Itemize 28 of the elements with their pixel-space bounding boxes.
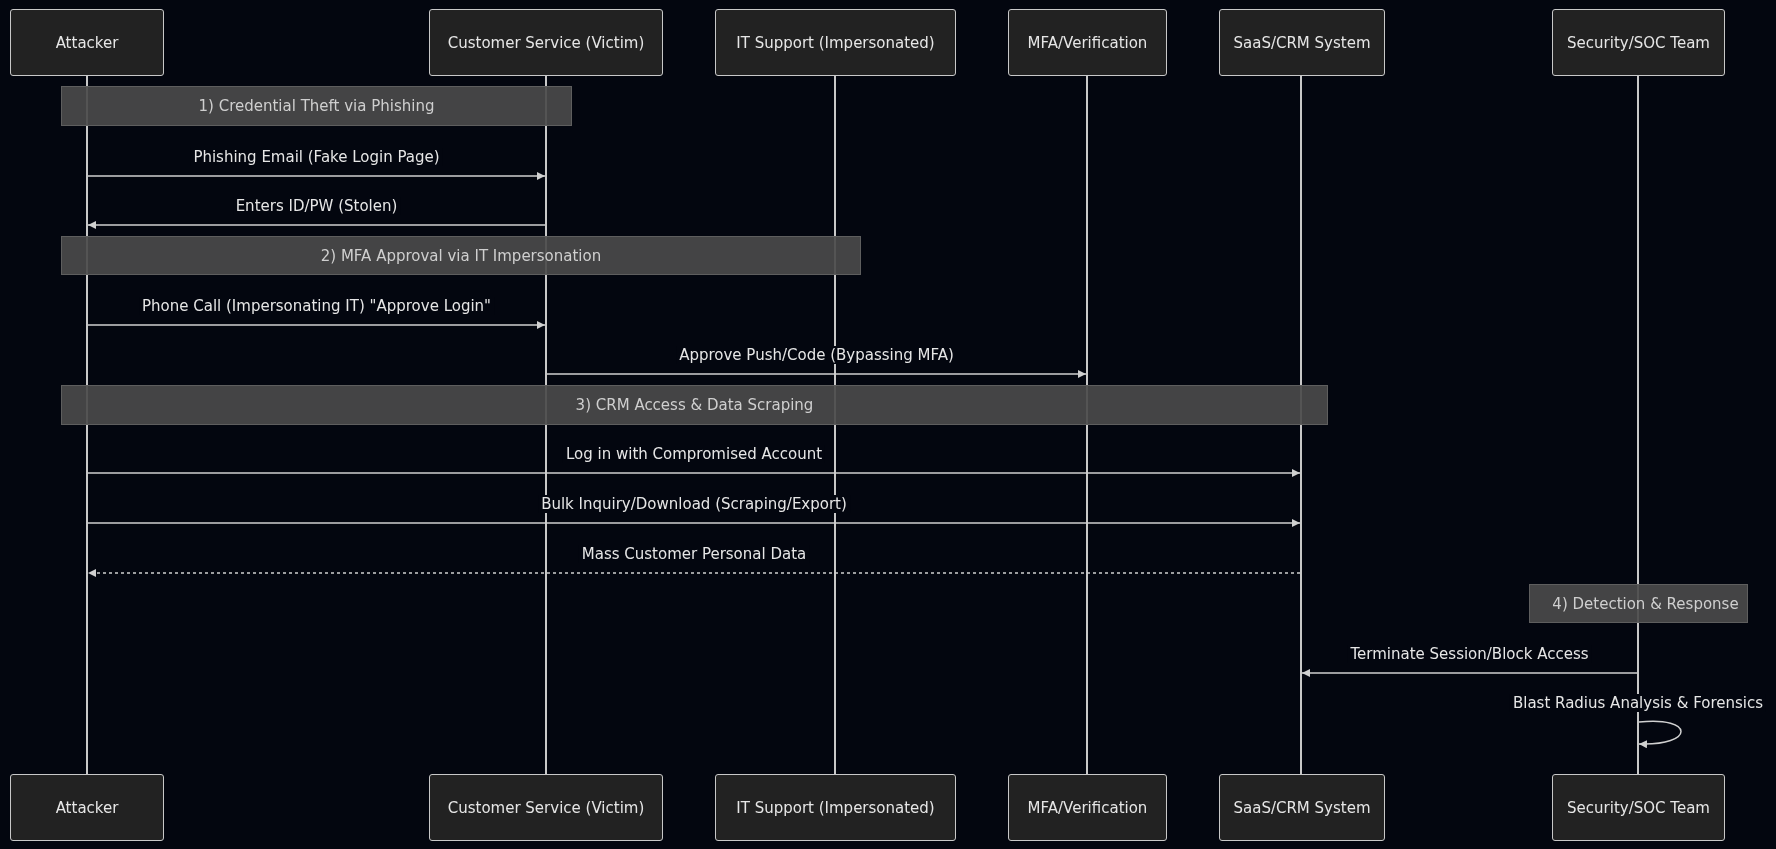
participant-box: Security/SOC Team: [1552, 9, 1725, 76]
participant-box: Attacker: [10, 9, 164, 76]
lifeline: [1637, 76, 1639, 774]
participant-box: SaaS/CRM System: [1219, 774, 1385, 841]
message-arrow: [87, 172, 546, 180]
note-bar: 4) Detection & Response: [1529, 584, 1748, 623]
participant-box: IT Support (Impersonated): [715, 9, 956, 76]
participant-box: Customer Service (Victim): [429, 9, 663, 76]
lifeline: [1086, 76, 1088, 774]
note-bar: 2) MFA Approval via IT Impersonation: [61, 236, 861, 275]
note-bar: 3) CRM Access & Data Scraping: [61, 385, 1328, 425]
participant-box: MFA/Verification: [1008, 9, 1167, 76]
lifeline: [1300, 76, 1302, 774]
dashed-arrow: [87, 569, 1301, 577]
participant-box: Security/SOC Team: [1552, 774, 1725, 841]
participant-box: Attacker: [10, 774, 164, 841]
message-arrow: [87, 469, 1301, 477]
message-arrow: [87, 221, 546, 229]
message-arrow: [1301, 669, 1638, 677]
participant-box: MFA/Verification: [1008, 774, 1167, 841]
message-arrow: [546, 370, 1087, 378]
message-arrow: [87, 519, 1301, 527]
participant-box: SaaS/CRM System: [1219, 9, 1385, 76]
note-bar: 1) Credential Theft via Phishing: [61, 86, 572, 126]
message-arrow: [87, 321, 546, 329]
participant-box: Customer Service (Victim): [429, 774, 663, 841]
participant-box: IT Support (Impersonated): [715, 774, 956, 841]
self-message-arrow: [1638, 720, 1682, 748]
